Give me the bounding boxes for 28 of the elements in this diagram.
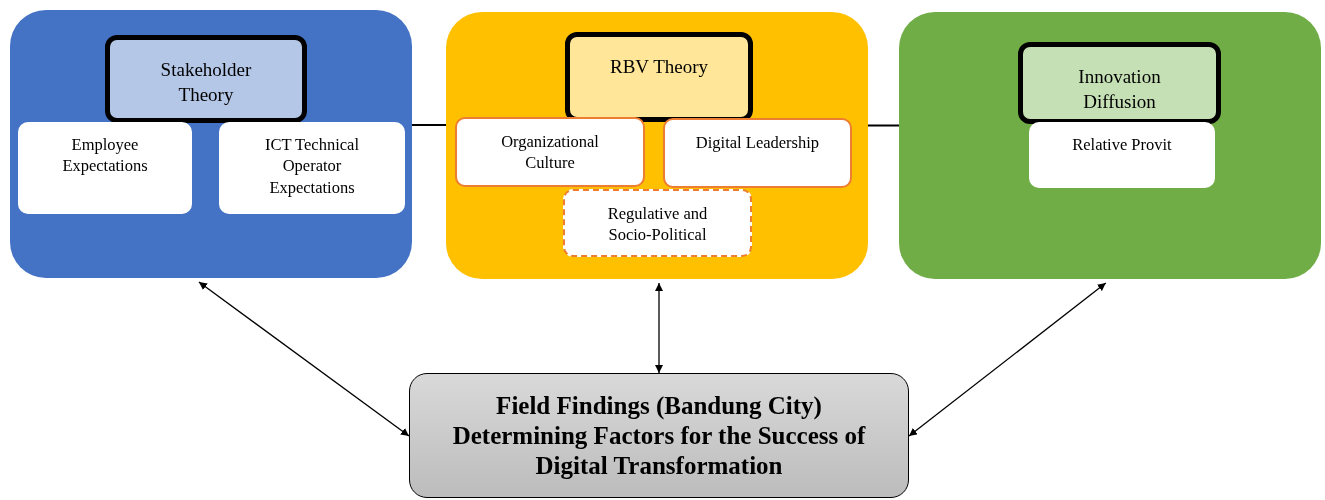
- findings-text: Field Findings (Bandung City) Determining Factors for the Success of Digital Transformation: [451, 390, 867, 481]
- theory-panel: [446, 12, 868, 279]
- factor-text: Digital Leadership: [695, 132, 820, 154]
- factor-box: [563, 189, 752, 257]
- theory-name: Stakeholder Theory: [159, 58, 253, 107]
- factor-text: ICT Technical Operator Expectations: [264, 134, 360, 199]
- theory-header-box: [105, 35, 307, 123]
- theory-header-box: [1018, 42, 1221, 124]
- factor-text: Regulative and Socio-Political: [606, 203, 709, 246]
- connector-line: [867, 124, 900, 127]
- factor-box: [219, 122, 405, 214]
- factor-box: [18, 122, 192, 214]
- factor-text: Relative Provit: [1072, 134, 1172, 156]
- factor-box: [663, 118, 852, 188]
- double-arrow: [655, 282, 663, 374]
- theory-header-box: [565, 32, 753, 122]
- connector-line: [411, 124, 447, 126]
- findings-box: [409, 373, 909, 498]
- double-arrow: [198, 281, 410, 437]
- factor-box: [455, 117, 645, 187]
- factor-box: [1029, 122, 1215, 188]
- factor-text: Organizational Culture: [500, 131, 600, 174]
- theory-name: Innovation Diffusion: [1077, 65, 1162, 114]
- factor-text: Employee Expectations: [61, 134, 149, 177]
- theory-panel: [10, 10, 412, 278]
- theory-name: RBV Theory: [610, 55, 708, 79]
- double-arrow: [908, 282, 1107, 437]
- theory-panel: [899, 12, 1321, 279]
